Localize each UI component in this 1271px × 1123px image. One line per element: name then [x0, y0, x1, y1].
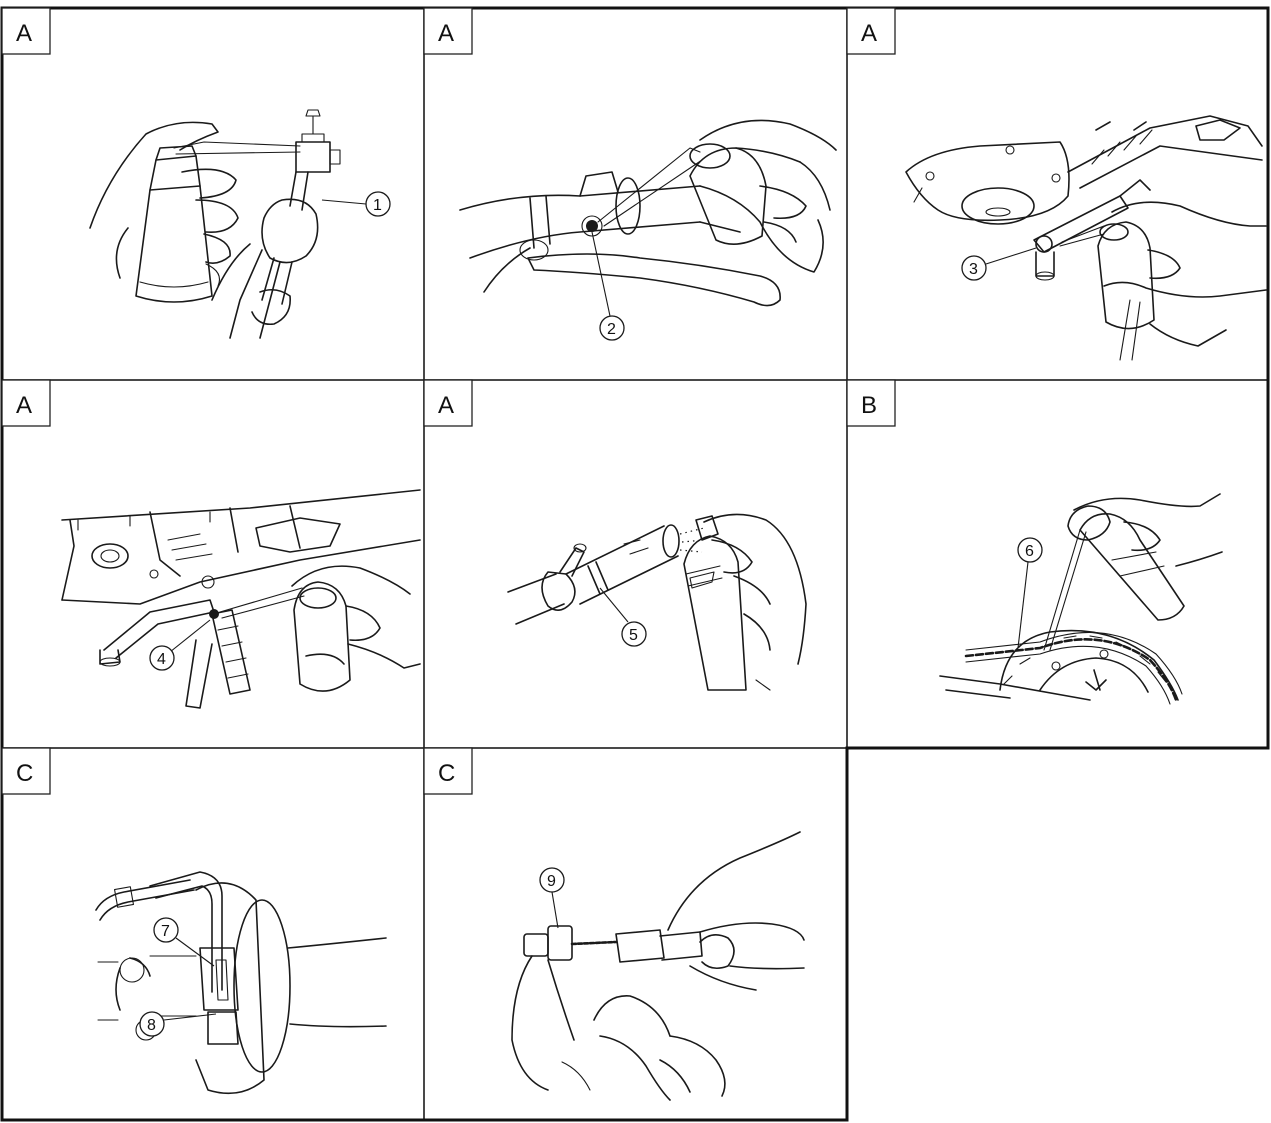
- callout-9: 9: [539, 867, 565, 929]
- callout-number: 1: [373, 197, 382, 214]
- panel-tag: A: [861, 20, 877, 47]
- panel-tag: A: [438, 392, 454, 419]
- panel-tag-box: [846, 379, 896, 427]
- panel-tag-box: [1, 379, 51, 427]
- hand-illustration: [1073, 493, 1223, 567]
- panel-drive-chain: B 6: [846, 379, 1223, 705]
- panel-throttle-housing: C 7 8: [1, 747, 387, 1095]
- panel-lever-pivot: A: [423, 7, 837, 341]
- brake-lever-illustration: [483, 239, 781, 307]
- cable-end-illustration: [523, 925, 703, 963]
- pivot-bolt-illustration: [581, 215, 603, 237]
- panel-tag: A: [16, 392, 32, 419]
- spray-can-illustration: [1043, 505, 1185, 651]
- hand-illustration: [1103, 201, 1267, 361]
- panel-shift-pedal: A: [846, 7, 1267, 361]
- panel-tag-box: [423, 379, 473, 427]
- cable-illustration: [211, 198, 319, 339]
- spray-can-illustration: [597, 143, 767, 245]
- panel-cable-end: C 9: [423, 747, 805, 1101]
- grid-frame: [0, 6, 1270, 1122]
- callout-2: 2: [591, 231, 625, 341]
- callout-8: 8: [139, 1011, 217, 1037]
- hand-illustration: [511, 955, 726, 1101]
- panel-tag-box: [423, 7, 473, 55]
- shift-pedal-illustration: [1033, 179, 1151, 281]
- callout-6: 6: [1017, 537, 1043, 649]
- spray-can-illustration: [135, 141, 301, 303]
- handlebar-illustration: [459, 171, 824, 273]
- hand-illustration: [699, 119, 837, 243]
- frame-illustration: [1067, 115, 1263, 189]
- panel-tag-box: [423, 747, 473, 795]
- callout-number: 9: [547, 873, 556, 890]
- chain-illustration: [964, 631, 1183, 705]
- callout-4: 4: [149, 619, 211, 671]
- spray-can-illustration: [683, 515, 747, 691]
- panel-tag: B: [861, 392, 877, 419]
- panel-throttle-grip: A: [423, 379, 807, 691]
- callout-number: 3: [969, 261, 978, 278]
- spray-mist: [679, 527, 705, 553]
- callout-number: 8: [147, 1017, 156, 1034]
- spray-can-illustration: [219, 581, 351, 692]
- panel-tag: A: [16, 20, 32, 47]
- brake-pedal-illustration: [99, 599, 215, 667]
- panel-tag: A: [438, 20, 454, 47]
- panel-tag-box: [1, 7, 51, 55]
- hand-illustration: [667, 831, 805, 991]
- panel-cable-lubricator: A: [1, 7, 391, 339]
- throttle-grip-illustration: [565, 524, 680, 605]
- callout-7: 7: [153, 917, 215, 967]
- callout-number: 7: [161, 923, 170, 940]
- handlebar-illustration: [507, 543, 587, 625]
- callout-3: 3: [961, 247, 1037, 281]
- cable-lubricator-tool: [289, 109, 341, 211]
- hand-illustration: [89, 121, 239, 287]
- hand-illustration: [703, 513, 807, 691]
- footrest-illustration: [185, 609, 251, 709]
- panel-tag: C: [16, 760, 33, 787]
- throttle-housing-illustration: [97, 882, 387, 1095]
- callout-number: 4: [157, 651, 166, 668]
- cable-illustration: [95, 871, 223, 993]
- callout-1: 1: [321, 191, 391, 217]
- panel-brake-pedal: A: [1, 379, 421, 709]
- frame-illustration: [61, 489, 421, 605]
- panel-tag-box: [1, 747, 51, 795]
- panel-tag-box: [846, 7, 896, 55]
- spray-can-illustration: [1059, 221, 1155, 330]
- hand-illustration: [291, 565, 421, 669]
- callout-number: 6: [1025, 543, 1034, 560]
- engine-cover-illustration: [905, 141, 1070, 225]
- panel-tag: C: [438, 760, 455, 787]
- sprocket-illustration: [939, 629, 1179, 701]
- callout-number: 5: [629, 627, 638, 644]
- callout-5: 5: [599, 587, 647, 647]
- callout-number: 2: [607, 321, 616, 338]
